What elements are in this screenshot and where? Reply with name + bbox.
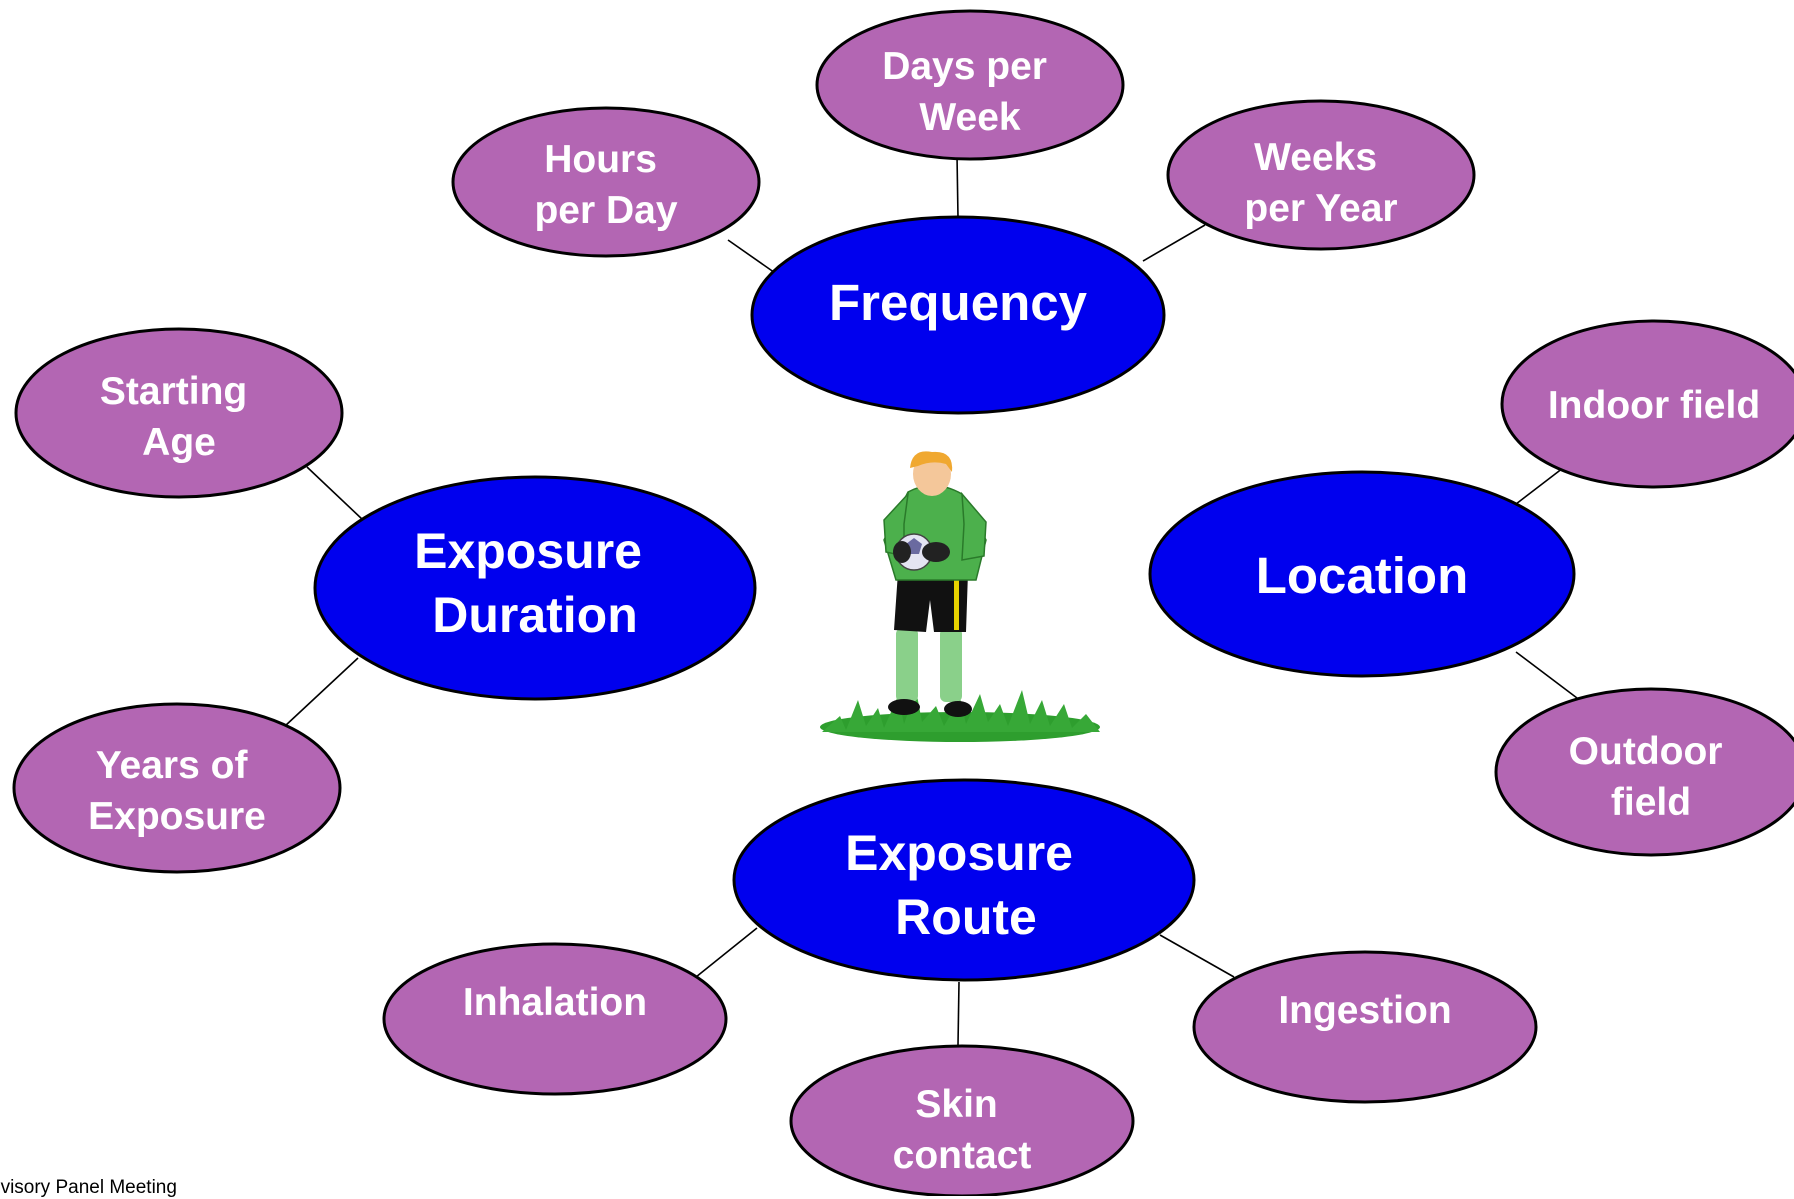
node-starting-age: Starting Age: [14, 327, 344, 499]
node-exposure-duration-label: Exposure Duration: [414, 523, 656, 643]
node-hours-per-day-label: Hours per Day: [534, 138, 677, 232]
node-frequency: Frequency: [750, 215, 1166, 415]
bubble: [14, 327, 344, 499]
shorts: [894, 572, 968, 632]
connector-duration-starting-age: [306, 466, 364, 521]
bubble: [1148, 470, 1576, 678]
node-days-per-week: Days per Week: [815, 9, 1125, 161]
connector-frequency-hours: [727, 239, 779, 276]
node-ingestion-label: Ingestion: [1278, 989, 1451, 1032]
bubble: [1166, 99, 1476, 251]
right-boot: [944, 701, 972, 717]
hair: [910, 451, 953, 472]
connectors: [284, 154, 1578, 1046]
connector-location-indoor: [1515, 467, 1564, 505]
right-sock: [940, 628, 962, 702]
node-exposure-route-label: Exposure Route: [845, 825, 1087, 945]
node-weeks-per-year-label: Weeks per Year: [1244, 136, 1397, 230]
bubble: [1500, 319, 1794, 489]
node-inhalation-label: Inhalation: [463, 981, 647, 1024]
left-sock: [896, 628, 918, 702]
connector-route-inhalation: [695, 927, 758, 978]
connector-duration-years: [284, 657, 359, 727]
shorts-stripe: [954, 574, 959, 630]
node-weeks-per-year: Weeks per Year: [1166, 99, 1476, 251]
node-ingestion: Ingestion: [1192, 950, 1538, 1104]
footer-text: dvisory Panel Meeting: [0, 1177, 177, 1198]
bubble: [382, 942, 728, 1096]
connector-location-outdoor: [1515, 651, 1578, 699]
connector-frequency-days: [956, 154, 959, 219]
node-exposure-duration: Exposure Duration: [313, 475, 757, 701]
node-frequency-label: Frequency: [829, 274, 1088, 331]
connector-route-skin: [957, 981, 960, 1046]
node-hours-per-day: Hours per Day: [451, 106, 761, 258]
connector-frequency-weeks: [1142, 224, 1206, 262]
connector-route-ingestion: [1159, 934, 1235, 978]
bubble: [1494, 687, 1794, 857]
node-skin-contact-label: Skin contact: [893, 1083, 1032, 1177]
node-outdoor-field-label: Outdoor field: [1569, 730, 1734, 824]
node-indoor-field-label: Indoor field: [1548, 384, 1760, 427]
right-glove: [922, 542, 950, 562]
right-arm: [961, 491, 987, 561]
bubble: [1192, 950, 1538, 1104]
bubble: [451, 106, 761, 258]
node-location: Location: [1148, 470, 1576, 678]
node-years-of-exposure: Years of Exposure: [12, 702, 342, 874]
node-outdoor-field: Outdoor field: [1494, 687, 1794, 857]
bubble: [789, 1044, 1135, 1196]
bubble: [732, 778, 1196, 982]
node-starting-age-label: Starting Age: [100, 370, 258, 464]
node-inhalation: Inhalation: [382, 942, 728, 1096]
left-boot: [888, 699, 920, 715]
node-exposure-route: Exposure Route: [732, 778, 1196, 982]
bubble: [12, 702, 342, 874]
node-location-label: Location: [1256, 547, 1469, 604]
node-indoor-field: Indoor field: [1500, 319, 1794, 489]
node-skin-contact: Skin contact: [789, 1044, 1135, 1196]
node-days-per-week-label: Days per Week: [882, 45, 1058, 139]
node-years-of-exposure-label: Years of Exposure: [88, 744, 266, 838]
left-glove: [893, 541, 911, 563]
bubble: [313, 475, 757, 701]
bubble: [750, 215, 1166, 415]
bubble: [815, 9, 1125, 161]
soccer-goalkeeper-icon: [820, 451, 1100, 742]
